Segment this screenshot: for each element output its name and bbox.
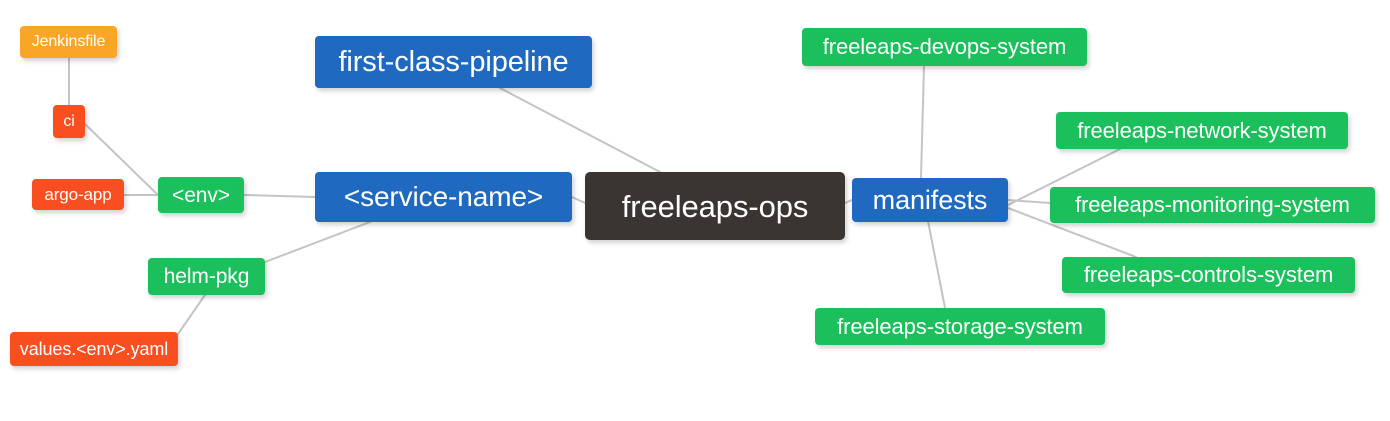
mindmap-node-service-name[interactable]: <service-name> bbox=[315, 172, 572, 222]
mindmap-node-label: helm-pkg bbox=[163, 265, 250, 288]
mindmap-edge bbox=[844, 199, 853, 204]
mindmap-node-label: manifests bbox=[872, 184, 988, 215]
mindmap-node-freeleaps-ops[interactable]: freeleaps-ops bbox=[585, 172, 845, 240]
mindmap-node-values-env-yaml[interactable]: values.<env>.yaml bbox=[10, 332, 178, 366]
mindmap-node-freeleaps-devops-system[interactable]: freeleaps-devops-system bbox=[802, 28, 1087, 66]
mindmap-node-label: freeleaps-ops bbox=[621, 188, 809, 224]
mindmap-edge bbox=[499, 87, 661, 173]
mindmap-node-label: freeleaps-controls-system bbox=[1083, 262, 1334, 287]
mindmap-node-label: freeleaps-storage-system bbox=[837, 313, 1083, 339]
mindmap-node-label: argo-app bbox=[44, 185, 112, 204]
mindmap-node-jenkinsfile[interactable]: Jenkinsfile bbox=[20, 26, 117, 58]
mindmap-edge bbox=[927, 220, 946, 309]
mindmap-node-label: first-class-pipeline bbox=[338, 45, 569, 78]
mindmap-node-helm-pkg[interactable]: helm-pkg bbox=[148, 258, 265, 295]
mindmap-node-label: freeleaps-monitoring-system bbox=[1075, 192, 1350, 217]
mindmap-node-ci[interactable]: ci bbox=[53, 105, 85, 138]
mindmap-node-label: values.<env>.yaml bbox=[19, 339, 169, 359]
mindmap-edge bbox=[920, 65, 925, 179]
mindmap-node-freeleaps-monitoring-system[interactable]: freeleaps-monitoring-system bbox=[1050, 187, 1375, 223]
mindmap-edge bbox=[571, 196, 586, 204]
mindmap-node-first-class-pipeline[interactable]: first-class-pipeline bbox=[315, 36, 592, 88]
mindmap-node-label: freeleaps-devops-system bbox=[822, 34, 1067, 59]
mindmap-node-label: <env> bbox=[172, 183, 230, 207]
mindmap-edge bbox=[1007, 199, 1051, 204]
mindmap-node-label: freeleaps-network-system bbox=[1077, 117, 1327, 143]
mindmap-node-argo-app[interactable]: argo-app bbox=[32, 179, 124, 210]
mindmap-edge bbox=[264, 221, 371, 263]
mindmap-node-label: <service-name> bbox=[343, 181, 544, 212]
mindmap-node-freeleaps-network-system[interactable]: freeleaps-network-system bbox=[1056, 112, 1348, 149]
mindmap-node-label: ci bbox=[63, 112, 75, 130]
mindmap-edge bbox=[177, 294, 206, 335]
mindmap-node-freeleaps-storage-system[interactable]: freeleaps-storage-system bbox=[815, 308, 1105, 345]
mindmap-node-label: Jenkinsfile bbox=[31, 33, 106, 50]
mindmap-edge bbox=[243, 194, 316, 198]
mindmap-node-env[interactable]: <env> bbox=[158, 177, 244, 213]
mindmap-node-manifests[interactable]: manifests bbox=[852, 178, 1008, 222]
mindmap-node-freeleaps-controls-system[interactable]: freeleaps-controls-system bbox=[1062, 257, 1355, 293]
